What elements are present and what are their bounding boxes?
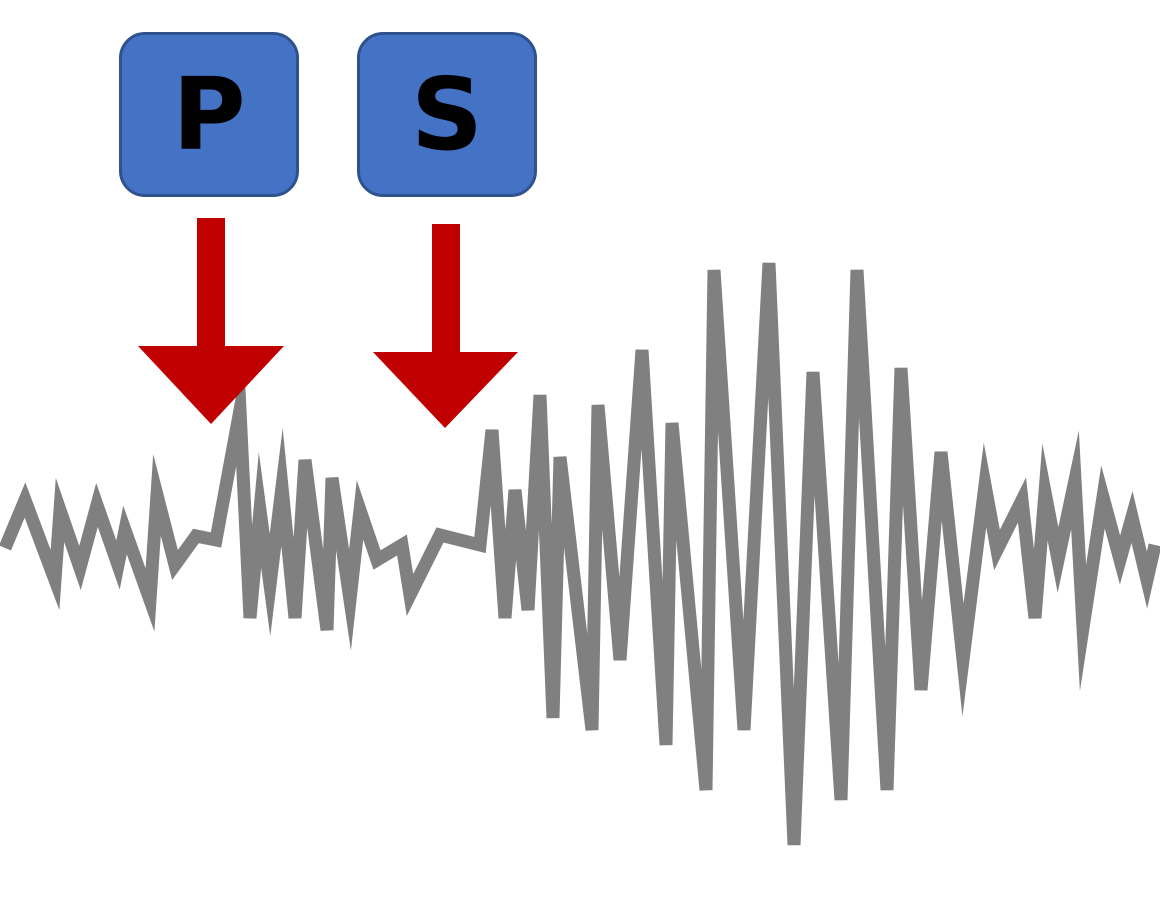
seismic-waveform xyxy=(0,262,1160,846)
s-wave-label-box: S xyxy=(357,32,537,197)
s-wave-label: S xyxy=(410,56,484,173)
down-arrow-icon xyxy=(138,346,284,424)
p-wave-label: P xyxy=(172,56,246,173)
s-arrow-shaft xyxy=(432,224,460,354)
p-arrow-shaft xyxy=(197,218,225,348)
s-arrival-arrow xyxy=(373,224,518,428)
p-wave-label-box: P xyxy=(119,32,299,197)
down-arrow-icon xyxy=(373,352,518,428)
p-arrival-arrow xyxy=(138,218,284,424)
